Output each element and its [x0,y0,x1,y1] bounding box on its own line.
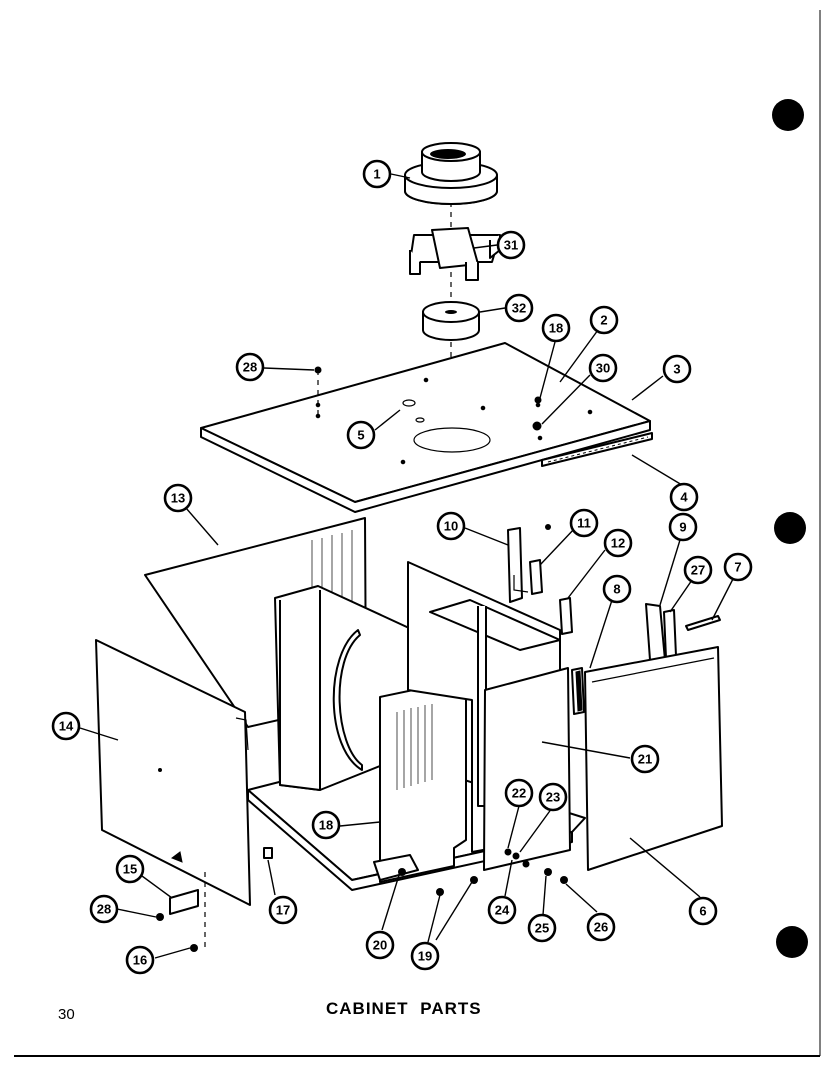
callout-16: 16 [125,945,155,975]
callout-26: 26 [586,912,616,942]
callout-25: 25 [527,913,557,943]
leader-lines [79,173,736,959]
svg-text:27: 27 [691,563,705,578]
control-panel-part [373,678,467,883]
svg-text:30: 30 [596,361,610,376]
callout-28-bottom: 28 [89,894,119,924]
svg-text:21: 21 [638,752,652,767]
svg-text:9: 9 [679,520,686,535]
callout-18-bottom: 18 [311,810,341,840]
svg-text:22: 22 [512,786,526,801]
callout-12: 12 [603,528,633,558]
inner-front-panel-part [483,667,571,871]
svg-text:4: 4 [680,490,688,505]
callout-2: 2 [589,305,619,335]
callout-30: 30 [588,353,618,383]
svg-text:17: 17 [276,903,290,918]
side-bracket-part [507,527,529,603]
top-panel-part [200,342,651,513]
svg-text:20: 20 [373,938,387,953]
plug-17-part [263,847,273,859]
svg-text:3: 3 [673,362,680,377]
motor-mount-part [422,301,480,341]
callout-6: 6 [688,896,718,926]
foam-strip-b-part [559,597,573,635]
callout-27: 27 [683,555,713,585]
svg-text:7: 7 [734,560,741,575]
callout-9: 9 [668,512,698,542]
callout-10: 10 [436,511,466,541]
callout-5: 5 [346,420,376,450]
seal-27-part [663,609,677,659]
callout-20: 20 [365,930,395,960]
callout-4: 4 [669,482,699,512]
fan-bracket-part [409,227,501,281]
screw-28-top [314,366,322,374]
callout-28-top: 28 [235,352,265,382]
svg-text:11: 11 [577,516,591,531]
svg-text:10: 10 [444,519,458,534]
callout-8: 8 [602,574,632,604]
svg-text:31: 31 [504,238,518,253]
rail-bracket-part [645,603,666,661]
svg-text:25: 25 [535,921,549,936]
callout-31: 31 [496,230,526,260]
callout-13: 13 [163,483,193,513]
binder-hole-top [772,99,804,131]
svg-text:8: 8 [613,582,620,597]
foam-strip-a-part [529,559,543,595]
svg-text:26: 26 [594,920,608,935]
callout-11: 11 [569,508,599,538]
binder-hole-middle [774,512,806,544]
svg-text:1: 1 [373,167,380,182]
callout-24: 24 [487,895,517,925]
svg-text:2: 2 [600,313,607,328]
binder-hole-bottom [776,926,808,958]
diagram-caption: CABINET PARTS [326,999,482,1018]
svg-text:18: 18 [549,321,563,336]
svg-text:19: 19 [418,949,432,964]
svg-text:24: 24 [495,903,510,918]
svg-text:15: 15 [123,862,137,877]
svg-text:23: 23 [546,790,560,805]
fan-shroud-part [404,142,498,205]
svg-text:32: 32 [512,301,526,316]
callout-22: 22 [504,778,534,808]
screw-28-bottom [156,913,164,921]
callout-3: 3 [662,354,692,384]
svg-text:16: 16 [133,953,147,968]
spring-clip-part [685,615,721,631]
callout-7: 7 [723,552,753,582]
svg-text:28: 28 [97,902,111,917]
callout-21: 21 [630,744,660,774]
callout-32: 32 [504,293,534,323]
svg-text:14: 14 [59,719,74,734]
callout-23: 23 [538,782,568,812]
callout-14: 14 [51,711,81,741]
svg-text:6: 6 [699,904,706,919]
callout-15: 15 [115,854,145,884]
page-number: 30 [58,1006,75,1023]
callout-18-top: 18 [541,313,571,343]
svg-text:18: 18 [319,818,333,833]
svg-text:5: 5 [357,428,364,443]
svg-text:28: 28 [243,360,257,375]
screw-16 [190,944,198,952]
callout-17: 17 [268,895,298,925]
plate-15-part [169,889,199,915]
svg-text:13: 13 [171,491,185,506]
callout-1: 1 [362,159,392,189]
callout-19: 19 [410,941,440,971]
left-side-panel-part [95,639,251,906]
svg-text:12: 12 [611,536,625,551]
